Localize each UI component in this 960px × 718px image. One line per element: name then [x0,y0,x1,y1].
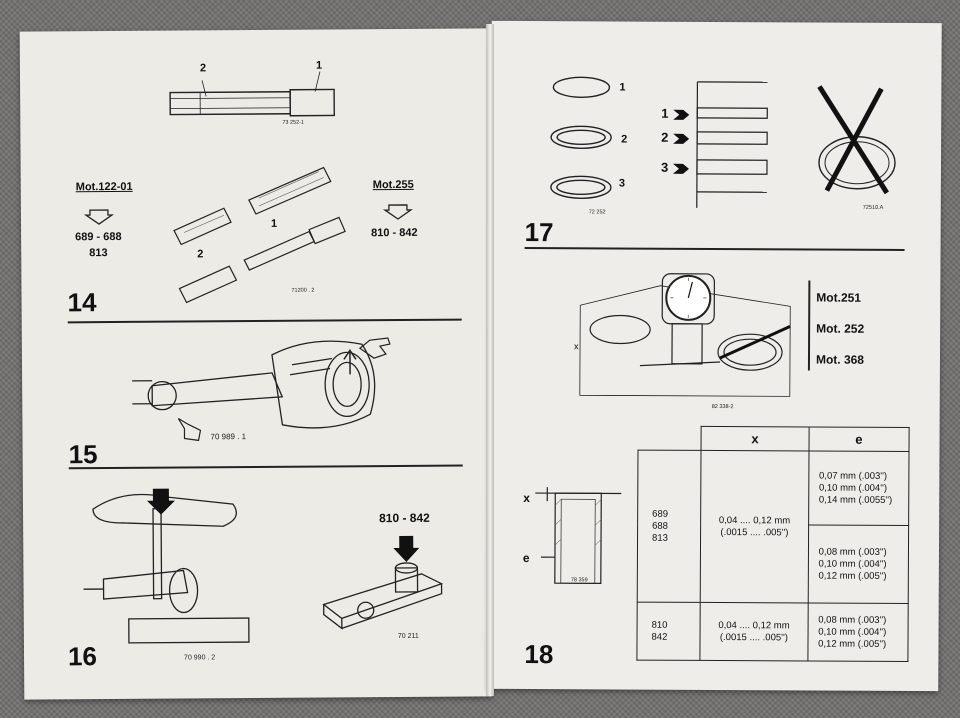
fig17-piston-rings-drawing [550,76,612,199]
ring-label-1: 1 [619,81,626,94]
groove-label-3: 3 [660,159,669,175]
divider [68,464,463,470]
fig14-guide-drawing [169,71,335,117]
row1-e-values-top: 0,07 mm (.003'') 0,10 mm (.004'') 0,14 m… [808,450,910,526]
tool-mot-122-01: Mot.122-01 [75,180,133,194]
fig16-ref-left: 70 990 . 2 [184,654,216,662]
divider [67,318,462,324]
fig18-cylinder-liner-drawing [535,487,622,585]
arrow-down-icon [382,204,414,220]
ring-label-2: 2 [621,133,628,146]
tool-mot-252: Mot. 252 [816,321,865,336]
figure-number-17: 17 [524,217,554,248]
row2-e-values: 0,08 mm (.003'') 0,10 mm (.004'') 0,12 m… [807,602,909,662]
col-header-e: e [808,426,910,452]
fig14-callout-2b: 2 [197,248,204,261]
row-engines-689-688-813: 689 688 813 [637,450,702,603]
hand-pointer-icon [358,337,391,359]
right-page: 1 2 3 72 252 1 2 3 72510.A 17 [488,20,942,692]
fig15-piston-drawing [132,340,376,429]
fig18-ref-liner: 78 359 [570,577,588,584]
fig14-callout-1: 1 [315,59,323,72]
ring-label-3: 3 [618,177,626,190]
fig17-ref-cross: 72510.A [862,204,884,211]
fig16-engines: 810 - 842 [379,510,430,526]
fig16-press-block-drawing [322,535,444,630]
figure-number-18: 18 [524,639,554,670]
fig17-ring-groove-drawing [672,81,768,208]
fig14-drift-tools-drawing [173,166,346,304]
tool-a-engines-2: 813 [89,247,108,260]
tool-a-engines-1: 689 - 688 [75,230,122,244]
left-page: 2 1 73 252-1 Mot.122-01 689 - 688 813 Mo… [19,28,493,700]
row1-x-value: 0,04 .... 0,12 mm (.0015 .... .005'') [700,450,809,603]
col-header-x: x [701,426,809,451]
fig14-ref-bottom: 71200 . 2 [291,287,315,294]
groove-label-2: 2 [661,129,669,145]
tool-list-bracket [807,280,811,371]
tool-mot-255: Mot.255 [372,178,414,192]
row-engines-810-842: 810 842 [636,602,701,661]
fig14-callout-2: 2 [199,62,207,75]
row1-e-values-bottom: 0,08 mm (.003'') 0,10 mm (.004'') 0,12 m… [807,524,909,604]
figure-number-15: 15 [68,439,98,470]
clearance-spec-table: x e 689 688 813 0,04 .... 0,12 mm (.0015… [636,426,910,662]
axis-label-x: x [574,341,579,352]
fig17-ref-rings: 72 252 [588,209,606,216]
fig18-dial-gauge-drawing [579,273,791,397]
fig16-ref-right: 70 211 [397,632,419,641]
book-spine [486,24,494,696]
fig14-ref-top: 73 252-1 [282,119,305,126]
liner-label-e: e [522,550,530,566]
divider [524,247,905,251]
fig17-crossed-out-ring [817,85,896,195]
tool-mot-251: Mot.251 [816,290,862,305]
row2-x-value: 0,04 .... 0,12 mm (.0015 .... .005'') [700,602,808,661]
liner-label-x: x [523,490,530,506]
fig18-ref-gauge: 82 338-2 [711,403,734,411]
fig15-ref: 70 989 . 1 [210,432,247,442]
figure-number-16: 16 [67,641,98,672]
arrow-down-icon [83,209,115,225]
tool-b-engines: 810 - 842 [371,226,418,240]
hand-pointer-icon [177,418,202,442]
tool-mot-368: Mot. 368 [815,352,865,367]
fig14-callout-1b: 1 [270,217,278,230]
figure-number-14: 14 [67,287,97,318]
fig16-press-drawing [83,488,250,644]
groove-label-1: 1 [661,105,669,121]
